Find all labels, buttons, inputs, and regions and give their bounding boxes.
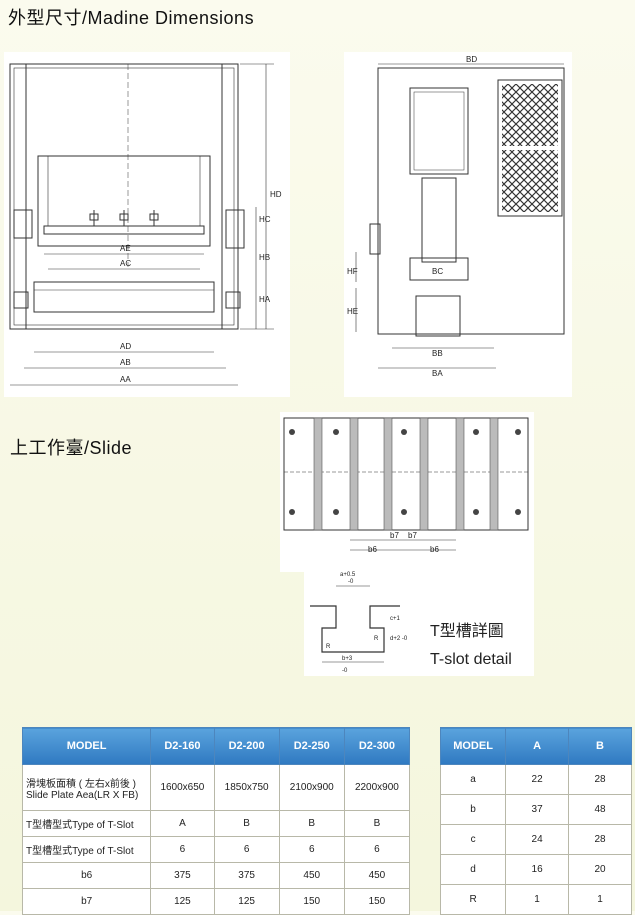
table-header-row: MODEL A B: [439, 727, 632, 765]
table-cell: 450: [278, 862, 345, 889]
label-AA: AA: [120, 375, 131, 384]
table-cell: 1850x750: [213, 764, 280, 811]
row-label: c: [439, 824, 507, 855]
col-header: D2-200: [213, 727, 280, 765]
table-cell: 22: [505, 764, 570, 795]
row-label: 滑塊板面積 ( 左右x前後 )Slide Plate Aea(LR X FB): [21, 764, 152, 811]
tslot-r-left: R: [326, 644, 331, 650]
label-b7-right: b7: [408, 531, 417, 540]
table-cell: 16: [505, 854, 570, 885]
col-header: D2-250: [278, 727, 345, 765]
tslot-d-tol: d+2 -0: [390, 636, 408, 642]
table-cell: 375: [213, 862, 280, 889]
section-title-slide: 上工作臺/Slide: [10, 438, 133, 458]
table-row: b6 375 375 450 450: [21, 862, 411, 889]
tslot-detail-drawing: a+0.5 -0 c+1 d+2 -0 R R b+3 -0 T型槽詳圖 T-s…: [304, 566, 534, 676]
table-cell: 1: [568, 884, 632, 915]
row-label: T型槽型式Type of T-Slot: [21, 836, 152, 863]
label-AE: AE: [120, 244, 131, 253]
slide-plate-drawing: b6 b7 b7 b6: [280, 412, 534, 572]
table-cell: B: [343, 810, 411, 837]
tslot-r-right: R: [374, 636, 379, 642]
section-title-dimensions: 外型尺寸/Madine Dimensions: [8, 8, 255, 28]
table-cell: 450: [343, 862, 411, 889]
tslot-c-tol: c+1: [390, 616, 401, 622]
tslot-caption-en: T-slot detail: [430, 651, 512, 668]
side-view-drawing: BD BC BB BA HF HE: [344, 52, 572, 397]
label-b6-right: b6: [430, 545, 439, 554]
label-b7-left: b7: [390, 531, 399, 540]
table-cell: B: [278, 810, 345, 837]
table-cell: 6: [343, 836, 411, 863]
label-HA: HA: [259, 295, 271, 304]
table-cell: 375: [150, 862, 215, 889]
table-cell: 20: [568, 854, 632, 885]
tslot-a-tol: a+0.5: [340, 572, 356, 578]
label-BA: BA: [432, 369, 443, 378]
table-row: a 22 28: [439, 764, 632, 795]
col-header: MODEL: [21, 727, 152, 765]
label-BD: BD: [466, 55, 477, 64]
label-HC: HC: [259, 215, 271, 224]
table-cell: 28: [568, 764, 632, 795]
tslot-caption-cn: T型槽詳圖: [430, 622, 504, 640]
label-b6-left: b6: [368, 545, 377, 554]
col-header: D2-160: [150, 727, 215, 765]
tslot-a-tol2: -0: [348, 579, 354, 585]
label-AB: AB: [120, 358, 131, 367]
table-cell: 24: [505, 824, 570, 855]
table-row: c 24 28: [439, 824, 632, 855]
tslot-b-tol: b+3: [342, 656, 353, 662]
row-label: b6: [21, 862, 152, 889]
label-HF: HF: [347, 267, 358, 276]
table-cell: 1: [505, 884, 570, 915]
table-cell: 6: [213, 836, 280, 863]
label-AD: AD: [120, 342, 131, 351]
front-view-drawing: AE AC AD AB AA HC HB HA HD: [4, 52, 290, 397]
label-HE: HE: [347, 307, 358, 316]
row-label: d: [439, 854, 507, 885]
table-cell: 6: [150, 836, 215, 863]
label-BC: BC: [432, 267, 443, 276]
table-header-row: MODEL D2-160 D2-200 D2-250 D2-300: [21, 727, 411, 765]
table-row: T型槽型式Type of T-Slot A B B B: [21, 810, 411, 837]
table-cell: 37: [505, 794, 570, 825]
label-BB: BB: [432, 349, 443, 358]
row-label: T型槽型式Type of T-Slot: [21, 810, 152, 837]
table-cell: 1600x650: [150, 764, 215, 811]
table-row: d 16 20: [439, 854, 632, 885]
label-AC: AC: [120, 259, 131, 268]
table-cell: B: [213, 810, 280, 837]
tslot-b-tol2: -0: [342, 668, 348, 674]
table-cell: 28: [568, 824, 632, 855]
slide-spec-table: MODEL D2-160 D2-200 D2-250 D2-300 滑塊板面積 …: [21, 727, 411, 915]
table-cell: 6: [278, 836, 345, 863]
label-HD: HD: [270, 190, 282, 199]
table-cell: 2100x900: [278, 764, 345, 811]
table-row: b7 125 125 150 150: [21, 888, 411, 915]
col-header: MODEL: [439, 727, 507, 765]
table-cell: 48: [568, 794, 632, 825]
table-row: R 1 1: [439, 884, 632, 915]
table-cell: 150: [278, 888, 345, 915]
table-row: T型槽型式Type of T-Slot 6 6 6 6: [21, 836, 411, 863]
label-HB: HB: [259, 253, 270, 262]
col-header: B: [568, 727, 632, 765]
row-label: a: [439, 764, 507, 795]
table-cell: A: [150, 810, 215, 837]
col-header: D2-300: [343, 727, 411, 765]
table-row: 滑塊板面積 ( 左右x前後 )Slide Plate Aea(LR X FB) …: [21, 764, 411, 811]
table-row: b 37 48: [439, 794, 632, 825]
col-header: A: [505, 727, 570, 765]
row-label: R: [439, 884, 507, 915]
table-cell: 2200x900: [343, 764, 411, 811]
row-label: b: [439, 794, 507, 825]
tslot-dimension-table: MODEL A B a 22 28 b 37 48 c 24 28 d 16 2…: [439, 727, 632, 915]
